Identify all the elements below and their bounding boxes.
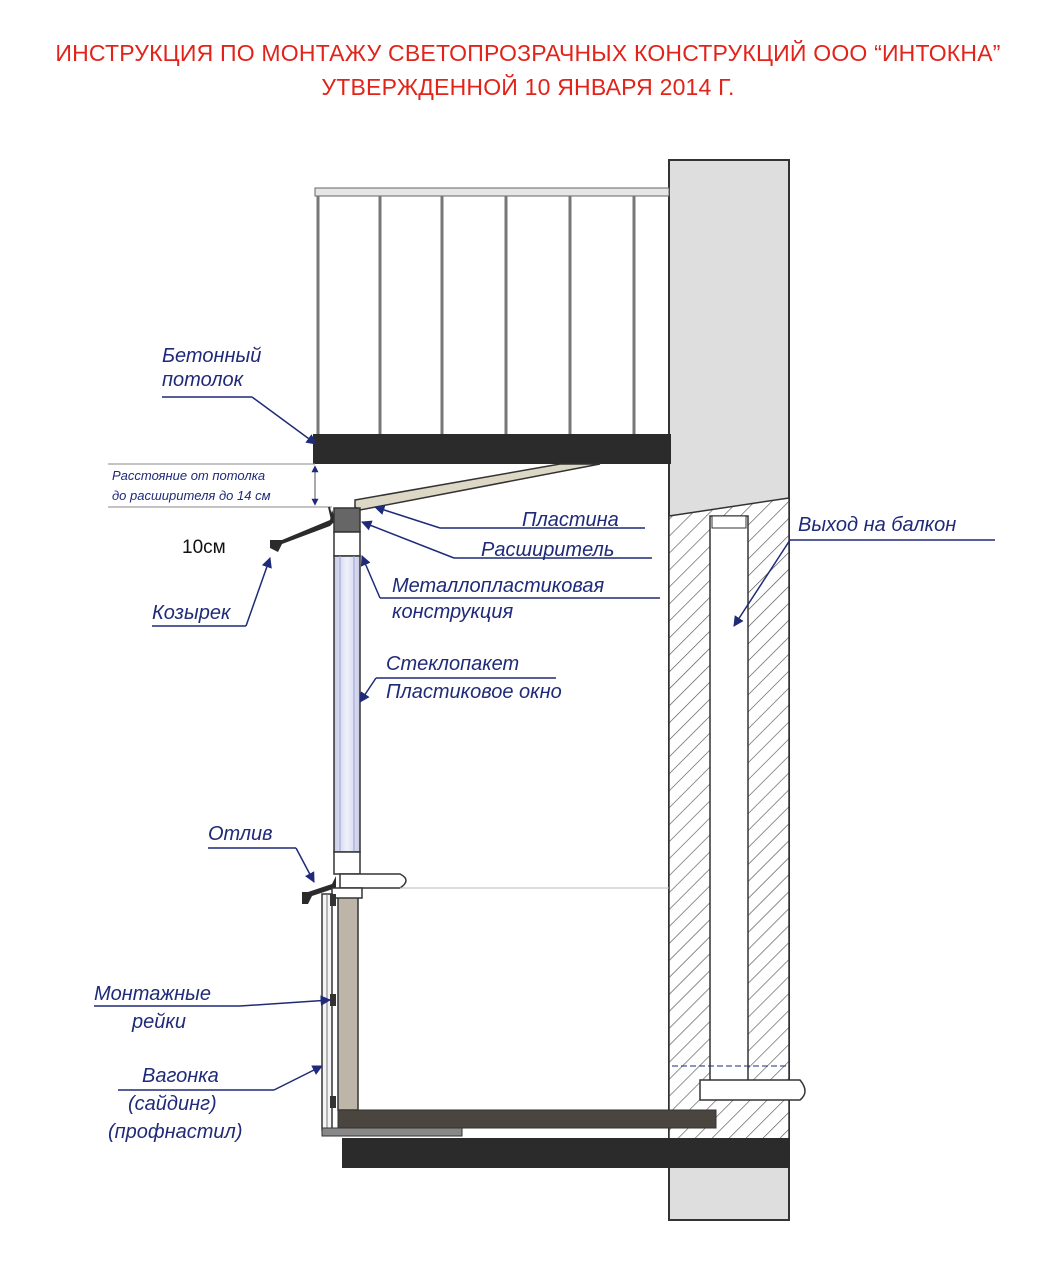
label-glass-unit: Стеклопакет: [386, 653, 519, 675]
label-concrete-ceiling-2: потолок: [162, 369, 245, 391]
mounting-rail-1: [330, 894, 336, 906]
building-wall: [668, 159, 806, 1221]
window-sill-inner: [339, 873, 407, 889]
outer-sill: [302, 876, 336, 904]
label-distance-2: до расширителя до 14 см: [112, 488, 271, 503]
label-cladding-3: (профнастил): [108, 1121, 242, 1143]
label-balcony-exit: Выход на балкон: [798, 514, 956, 536]
concrete-ceiling-slab: [313, 434, 671, 464]
cladding: [321, 893, 333, 1131]
label-rails-2: рейки: [131, 1011, 186, 1033]
label-sill: Отлив: [208, 823, 273, 845]
label-plate: Пластина: [522, 509, 619, 531]
balcony-slab: [342, 1138, 790, 1168]
window-frame-top: [333, 531, 361, 557]
distance-dimension: [108, 463, 332, 508]
upper-railing: [314, 187, 670, 434]
label-concrete-ceiling-1: Бетонный: [162, 345, 261, 367]
label-mp-construction-1: Металлопластиковая: [392, 575, 604, 597]
mounting-rail-3: [330, 1096, 336, 1108]
parapet-frame: [331, 887, 363, 1111]
visor: [270, 510, 336, 552]
floor-under-strip: [321, 1127, 463, 1137]
label-mp-construction-2: конструкция: [392, 601, 513, 623]
label-extender: Расширитель: [481, 539, 614, 561]
page-title-line-2: УТВЕРЖДЕННОЙ 10 ЯНВАРЯ 2014 Г.: [321, 74, 735, 100]
plate: [354, 463, 601, 511]
balcony-floor-board: [337, 1109, 717, 1129]
mounting-rail-2: [330, 994, 336, 1006]
label-cladding-1: Вагонка: [142, 1065, 219, 1087]
label-visor: Козырек: [152, 602, 232, 624]
extender: [333, 507, 361, 533]
label-plastic-window: Пластиковое окно: [386, 681, 562, 703]
page-title-line-1: ИНСТРУКЦИЯ ПО МОНТАЖУ СВЕТОПРОЗРАЧНЫХ КО…: [55, 40, 1001, 66]
label-ten-cm: 10см: [182, 537, 226, 558]
glass-unit: [333, 555, 361, 853]
label-rails-1: Монтажные: [94, 983, 211, 1005]
label-distance-1: Расстояние от потолка: [112, 468, 265, 483]
label-cladding-2: (сайдинг): [128, 1093, 217, 1115]
window-frame-bottom: [333, 851, 361, 875]
